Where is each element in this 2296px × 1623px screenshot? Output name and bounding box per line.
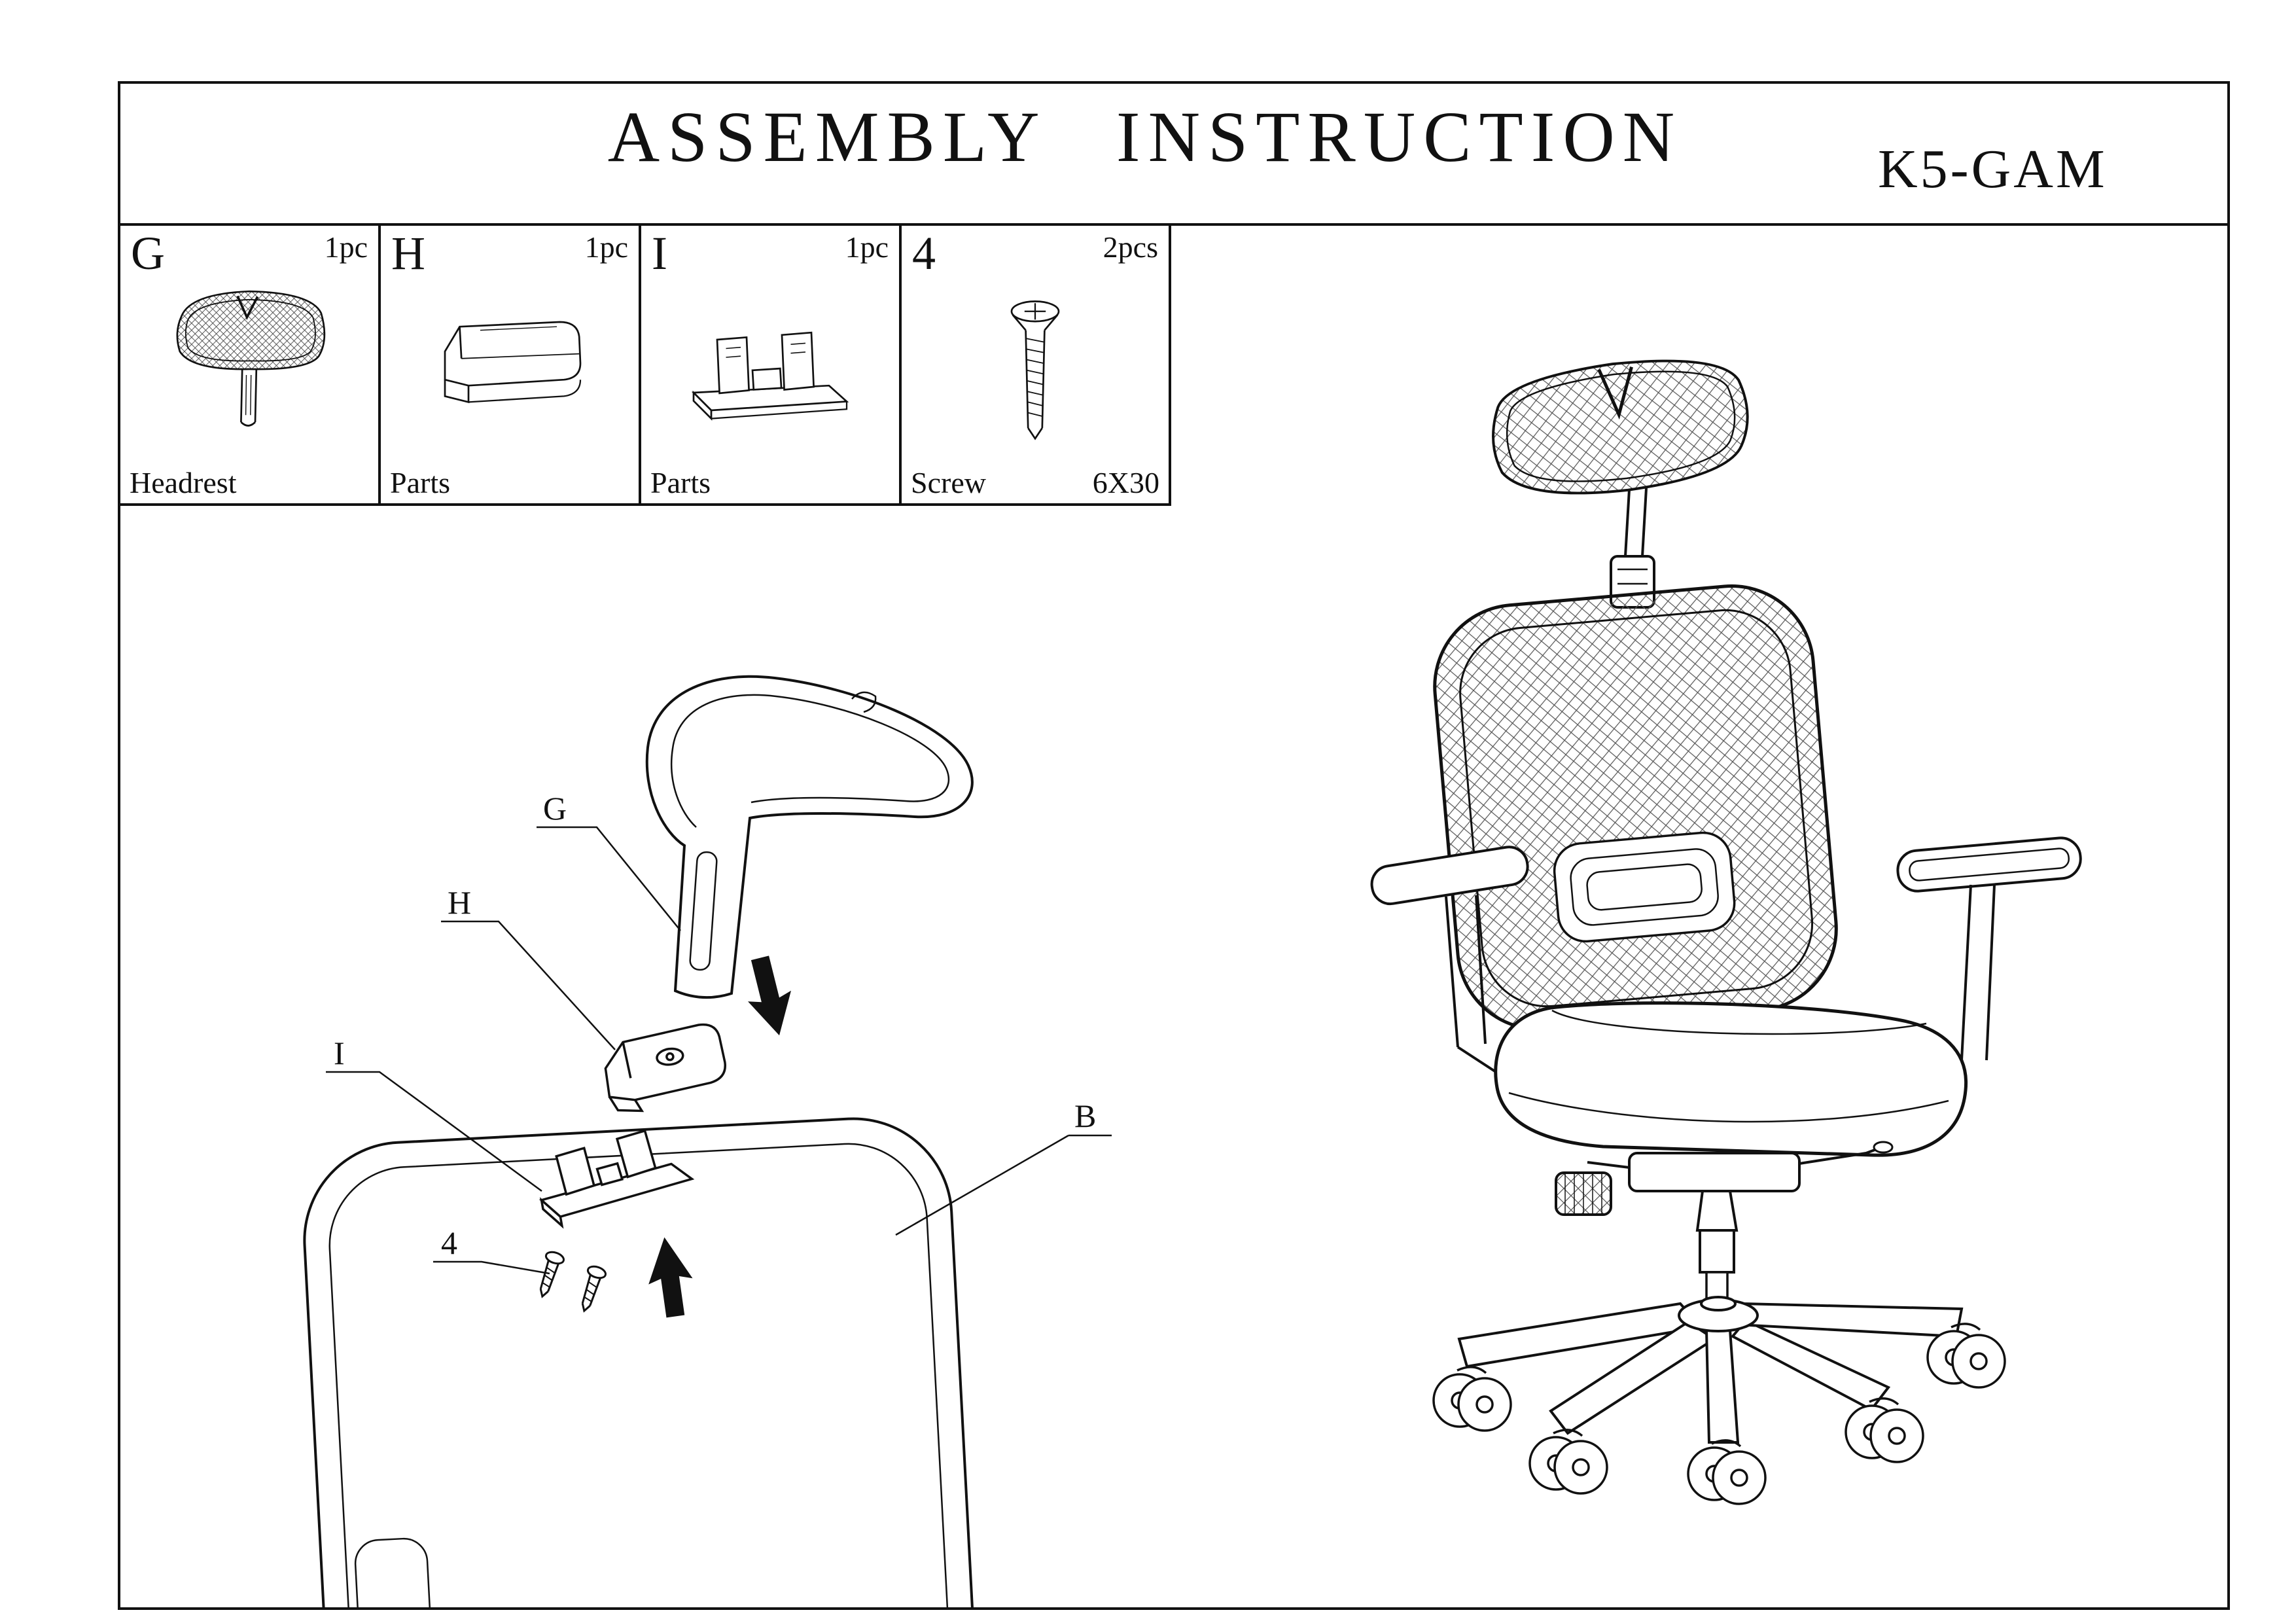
parts-table: G 1pc Headrest H — [120, 226, 1171, 506]
callout-label-backrest: B — [1074, 1097, 1096, 1134]
part-label-i: Parts — [650, 466, 711, 499]
part-box-h: H 1pc Parts — [381, 226, 641, 506]
part-label-headrest: Headrest — [130, 466, 237, 499]
chair-headrest-stem — [1610, 488, 1655, 609]
part-size-screw: 6X30 — [1092, 466, 1159, 499]
bracket-part-drawing — [444, 321, 582, 404]
chair-armrest-left — [1370, 846, 1529, 1088]
part-label-h: Parts — [390, 466, 450, 499]
part-id-i: I — [652, 227, 667, 279]
chair-casters — [1432, 1323, 2006, 1505]
page-title: ASSEMBLY INSTRUCTION — [607, 97, 1683, 177]
part-qty-screw: 2pcs — [1103, 230, 1158, 264]
part-box-i: I 1pc Parts — [641, 226, 902, 506]
part-id-h: H — [391, 227, 425, 279]
exploded-assembly-diagram: G H I 4 B — [303, 675, 1112, 1609]
screw-exploded-2 — [581, 1265, 607, 1313]
clamp-part-exploded — [539, 1129, 695, 1229]
part-box-headrest: G 1pc Headrest — [120, 226, 381, 506]
screw-drawing — [1010, 300, 1060, 440]
headrest-part-drawing — [176, 290, 326, 427]
callout-label-screw: 4 — [441, 1224, 457, 1261]
part-label-screw: Screw — [911, 466, 986, 499]
bracket-part-exploded — [604, 1023, 726, 1113]
part-id-screw: 4 — [912, 227, 936, 279]
arrow-up-icon — [648, 1237, 693, 1318]
part-qty-h: 1pc — [584, 230, 628, 264]
chair-tension-knob — [1555, 1171, 1612, 1216]
chair-mechanism — [1587, 1141, 1894, 1192]
title-divider — [120, 223, 2229, 226]
part-id-g: G — [131, 227, 165, 279]
chair-gas-lift — [1695, 1190, 1739, 1310]
part-qty-g: 1pc — [324, 230, 368, 264]
arrow-down-icon — [748, 955, 791, 1036]
callout-label-part-i: I — [334, 1035, 345, 1071]
chair-base — [1457, 1296, 1964, 1444]
leader-lines — [326, 826, 1112, 1275]
assembled-chair-drawing — [1370, 359, 2082, 1505]
clamp-part-drawing — [691, 331, 849, 421]
part-qty-i: 1pc — [845, 230, 889, 264]
part-box-screw: 4 2pcs Screw 6X30 — [902, 226, 1171, 506]
chair-headrest — [1492, 359, 1749, 495]
screw-exploded-1 — [539, 1251, 565, 1298]
chair-backrest — [1433, 584, 1838, 1031]
chair-seat — [1494, 1001, 1968, 1157]
callout-label-part-h: H — [448, 884, 471, 921]
page-border — [118, 81, 2230, 1610]
callout-label-headrest: G — [543, 790, 567, 827]
headrest-exploded — [645, 675, 974, 999]
model-code: K5-GAM — [1878, 139, 2108, 200]
